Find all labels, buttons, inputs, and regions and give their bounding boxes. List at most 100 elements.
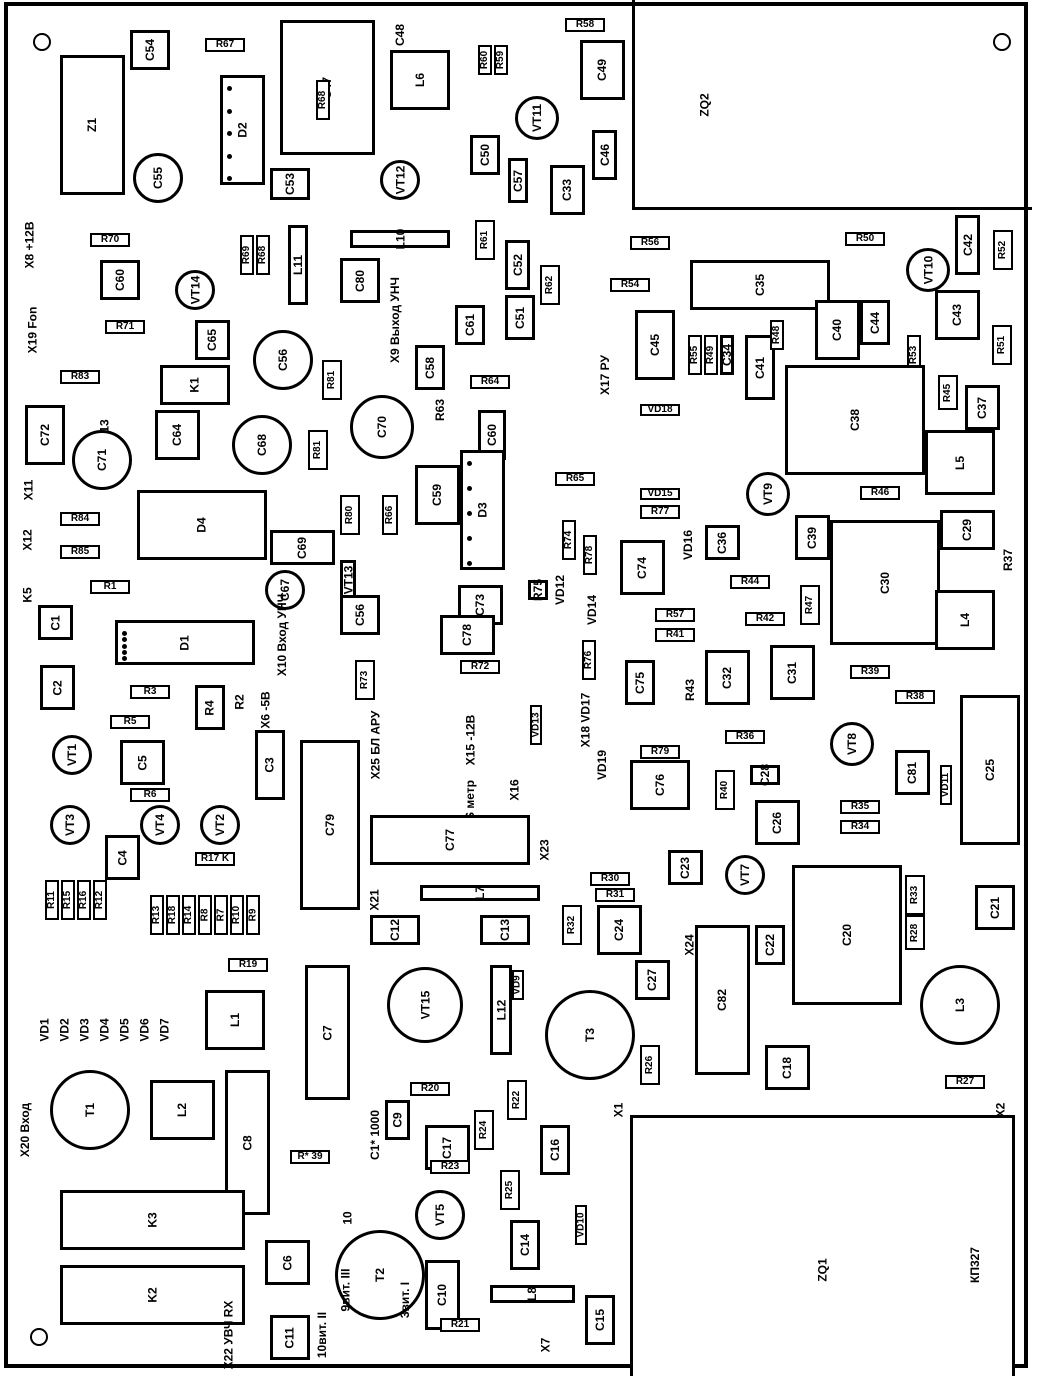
component-label: R65 [565, 473, 585, 484]
component-label: R83 [70, 371, 90, 382]
component-label: R76 [583, 650, 595, 670]
component-label: C75 [632, 671, 647, 694]
component-label: R36 [735, 731, 755, 742]
component-label: C81 [905, 761, 920, 784]
component: C51 [505, 295, 535, 340]
resistor: R22 [507, 1080, 527, 1120]
component-label: R54 [620, 279, 640, 290]
component-label: VT11 [530, 103, 544, 133]
resistor: R1 [90, 580, 130, 594]
component-label: C4 [115, 849, 130, 866]
component-label: X15 -12B [463, 714, 478, 766]
component-label: K2 [145, 1287, 160, 1303]
resistor: R76 [582, 640, 596, 680]
component-label: R25 [504, 1180, 516, 1200]
component: C80 [340, 258, 380, 303]
component-label: S метр [463, 780, 477, 820]
component-label: R12 [94, 890, 106, 910]
component-label: L11 [291, 254, 306, 276]
round-component: L3 [920, 965, 1000, 1045]
component: C59 [415, 465, 460, 525]
component: K2 [60, 1265, 245, 1325]
component-label: T1 [82, 1102, 97, 1118]
resistor: R31 [595, 888, 635, 902]
round-component: T3 [545, 990, 635, 1080]
component: C24 [597, 905, 642, 955]
component-label: VD14 [585, 594, 599, 626]
zq2-shield-outline [632, 0, 1032, 210]
resistor: R58 [565, 18, 605, 32]
component-label: C1* 1000 [368, 1109, 383, 1161]
round-component: VT12 [380, 160, 420, 200]
resistor: R60 [478, 45, 492, 75]
resistor: R55 [688, 335, 702, 375]
component: C23 [668, 850, 703, 885]
component-label: C21 [987, 896, 1002, 919]
component-label: C37 [975, 396, 990, 419]
component-label: R68 [257, 245, 269, 265]
resistor: R10 [230, 895, 244, 935]
component: C1 [38, 605, 73, 640]
component: C15 [585, 1295, 615, 1345]
resistor: R85 [60, 545, 100, 559]
component-label: VT12 [393, 165, 407, 195]
component: C77 [370, 815, 530, 865]
component: C76 [630, 760, 690, 810]
round-component: VT7 [725, 855, 765, 895]
component-label: R59 [495, 50, 507, 70]
component-label: X1 [611, 1102, 625, 1118]
component-label: X18 VD17 [578, 692, 593, 748]
resistor: VD11 [940, 765, 952, 805]
component-label: R60 [479, 50, 491, 70]
component-label: VD7 [158, 1018, 172, 1042]
component-label: C48 [393, 23, 408, 47]
component-label: C52 [510, 253, 525, 277]
resistor: R16 [77, 880, 91, 920]
pin-icon [122, 637, 127, 643]
mounting-hole-icon [33, 33, 51, 51]
component: L10 [350, 229, 450, 249]
component-label: L2 [175, 1102, 190, 1118]
component-label: R21 [450, 1319, 470, 1330]
resistor: R28 [905, 915, 925, 950]
component: C3 [255, 730, 285, 800]
component-label: VT4 [152, 813, 167, 837]
component-label: R5 [123, 716, 137, 727]
component: C36 [705, 525, 740, 560]
component-label: T2 [372, 1267, 387, 1283]
component: C72 [25, 405, 65, 465]
component-label: R81 [312, 440, 324, 460]
resistor: R24 [474, 1110, 494, 1150]
component-label: C10 [435, 1283, 450, 1307]
component-label: C1 [48, 614, 63, 631]
component: C56 [340, 595, 380, 635]
component-label: R68 [317, 90, 329, 110]
component: L11 [288, 225, 308, 305]
resistor: R79 [640, 745, 680, 759]
resistor: R17 K [195, 852, 235, 866]
component-label: R80 [344, 505, 356, 525]
resistor: R70 [90, 233, 130, 247]
component-label: C39 [805, 526, 820, 549]
component-label: R34 [850, 821, 870, 832]
component-label: C60 [112, 268, 127, 292]
resistor: VD13 [530, 705, 542, 745]
resistor: R11 [45, 880, 59, 920]
component-label: C77 [442, 828, 457, 852]
component-label: T3 [582, 1027, 597, 1043]
component: C2 [40, 665, 75, 710]
component-label: R24 [478, 1120, 490, 1140]
component: C46 [592, 130, 617, 180]
component: C53 [270, 168, 310, 200]
component-label: C78 [460, 623, 475, 647]
component-label: VT7 [737, 863, 752, 887]
resistor: R54 [610, 278, 650, 292]
resistor: R26 [640, 1045, 660, 1085]
component-label: R2 [233, 694, 247, 710]
component-label: R6 [143, 789, 157, 800]
component: C9 [385, 1100, 410, 1140]
component: C43 [935, 290, 980, 340]
resistor: R50 [845, 232, 885, 246]
pin-icon [467, 536, 472, 541]
component-label: C45 [647, 333, 662, 357]
